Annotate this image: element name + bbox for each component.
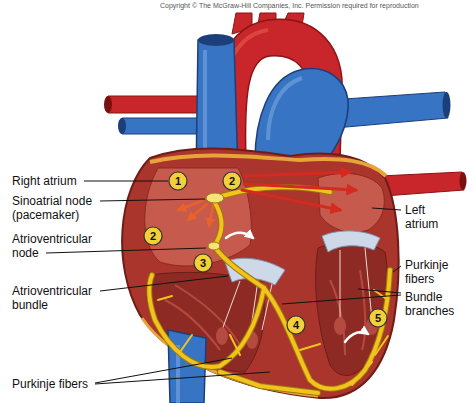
heart-wall bbox=[122, 149, 399, 398]
callout-number-holder: 3 bbox=[194, 254, 212, 272]
callout-number: 2 bbox=[150, 230, 156, 242]
part-label-holder: Atrioventricular bundle bbox=[12, 284, 112, 312]
part-label: Right atrium bbox=[12, 174, 77, 188]
pulmonary-trunk bbox=[255, 69, 348, 162]
copyright-notice-holder: Copyright © The McGraw-Hill Companies, I… bbox=[160, 1, 419, 10]
part-label-holder: Bundle branches bbox=[405, 290, 459, 318]
copyright-notice: Copyright © The McGraw-Hill Companies, I… bbox=[160, 1, 419, 10]
part-label-holder: Right atrium bbox=[12, 174, 77, 188]
part-label: Sinoatrial node (pacemaker) bbox=[12, 194, 112, 222]
part-label-holder: Left atrium bbox=[405, 203, 459, 231]
callout-number: 4 bbox=[293, 319, 299, 331]
part-label: Purkinje fibers bbox=[405, 258, 459, 286]
callout-number-holder: 2 bbox=[144, 227, 162, 245]
callout-number: 3 bbox=[200, 257, 206, 269]
callout-number-holder: 5 bbox=[369, 309, 387, 327]
callout-number-holder: 1 bbox=[169, 172, 187, 190]
callout-circles bbox=[144, 172, 387, 334]
leader-lines bbox=[46, 181, 401, 384]
callout-number: 5 bbox=[375, 312, 381, 324]
impulse-arrows bbox=[178, 172, 368, 342]
callout-number: 2 bbox=[229, 175, 235, 187]
part-label: Atrioventricular node bbox=[12, 232, 112, 260]
callout-number: 1 bbox=[175, 175, 181, 187]
part-label: Purkinje fibers bbox=[12, 377, 88, 391]
conduction-system bbox=[149, 187, 390, 393]
part-label: Atrioventricular bundle bbox=[12, 284, 112, 312]
part-label-holder: Atrioventricular node bbox=[12, 232, 112, 260]
callout-number-holder: 2 bbox=[223, 172, 241, 190]
part-label-holder: Sinoatrial node (pacemaker) bbox=[12, 194, 112, 222]
part-label: Bundle branches bbox=[405, 290, 459, 318]
part-label-holder: Purkinje fibers bbox=[405, 258, 459, 286]
part-label: Left atrium bbox=[405, 203, 459, 231]
heart-valves bbox=[216, 231, 380, 349]
callout-number-holder: 4 bbox=[287, 316, 305, 334]
part-label-holder: Purkinje fibers bbox=[12, 377, 88, 391]
